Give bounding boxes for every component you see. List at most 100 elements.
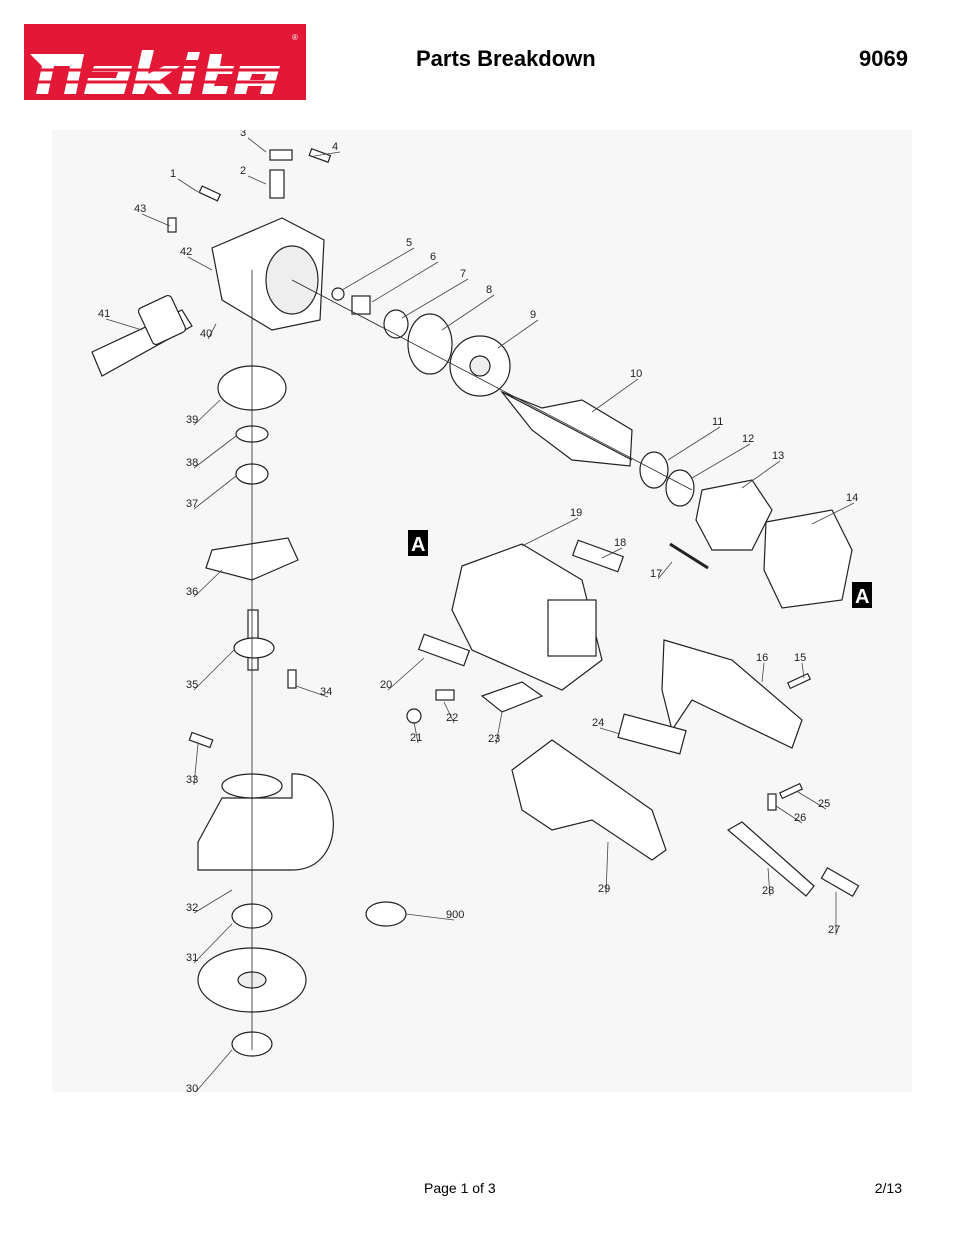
leader-line-5 — [341, 247, 415, 291]
part-number-9: 9 — [530, 309, 536, 321]
leader-line-38 — [193, 435, 237, 469]
part-number-24: 24 — [592, 717, 604, 729]
leader-line-36 — [193, 569, 223, 598]
part-number-41: 41 — [98, 308, 110, 320]
part-number-43: 43 — [134, 203, 146, 215]
makita-logo: ® — [24, 24, 306, 100]
leader-line-16 — [761, 662, 765, 683]
leader-line-40 — [207, 323, 217, 340]
leader-line-12 — [691, 443, 751, 479]
part-number-26: 26 — [794, 812, 806, 824]
revision-date: 2/13 — [874, 1180, 902, 1196]
leader-line-19 — [521, 517, 579, 547]
leader-line-41 — [105, 318, 143, 331]
part-number-17: 17 — [650, 568, 662, 580]
part-number-16: 16 — [756, 652, 768, 664]
page-title: Parts Breakdown — [416, 46, 596, 71]
leader-line-31 — [193, 923, 233, 964]
leader-line-8 — [441, 294, 495, 331]
leader-line-9 — [497, 319, 539, 349]
part-number-28: 28 — [762, 885, 774, 897]
leader-line-17 — [657, 561, 673, 580]
part-number-14: 14 — [846, 492, 858, 504]
part-number-7: 7 — [460, 268, 466, 280]
section-marker-a-left: A — [408, 530, 428, 556]
handle-shape — [511, 739, 667, 861]
leader-line-6 — [371, 261, 439, 303]
part-number-35: 35 — [186, 679, 198, 691]
section-marker-a-right: A — [852, 582, 872, 608]
part-number-19: 19 — [570, 507, 582, 519]
leader-line-43 — [141, 213, 171, 227]
part-number-20: 20 — [380, 679, 392, 691]
leader-line-20 — [387, 657, 425, 691]
part-number-40: 40 — [200, 328, 212, 340]
leader-line-1 — [177, 178, 199, 193]
page-indicator: Page 1 of 3 — [424, 1180, 496, 1196]
leader-line-23 — [495, 711, 503, 745]
part-number-42: 42 — [180, 246, 192, 258]
part-number-38: 38 — [186, 457, 198, 469]
part-number-10: 10 — [630, 368, 642, 380]
leader-line-15 — [801, 662, 805, 679]
part-number-8: 8 — [486, 284, 492, 296]
part-number-1: 1 — [170, 168, 176, 180]
leader-line-10 — [591, 378, 639, 413]
leader-line-33 — [193, 743, 199, 786]
part-number-36: 36 — [186, 586, 198, 598]
leader-line-14 — [811, 502, 855, 525]
leader-line-18 — [601, 547, 623, 559]
part-number-23: 23 — [488, 733, 500, 745]
leader-line-2 — [247, 175, 267, 185]
part-number-21: 21 — [410, 732, 422, 744]
part-number-27: 27 — [828, 924, 840, 936]
section-marker-label: A — [411, 534, 425, 556]
part-number-900: 900 — [446, 909, 464, 921]
wheel-guard-shape — [197, 773, 334, 871]
leader-line-22 — [443, 701, 455, 724]
leader-line-30 — [193, 1049, 233, 1095]
part-number-39: 39 — [186, 414, 198, 426]
leader-line-42 — [187, 256, 213, 271]
part-number-3: 3 — [240, 130, 246, 139]
leader-line-37 — [193, 475, 237, 510]
leader-line-25 — [797, 791, 827, 810]
leader-line-35 — [193, 649, 235, 691]
part-number-12: 12 — [742, 433, 754, 445]
leader-line-29 — [605, 841, 609, 895]
svg-text:®: ® — [292, 33, 298, 42]
leader-line-11 — [667, 426, 721, 461]
armature-shape — [500, 390, 633, 467]
handle-cover-shape — [661, 639, 803, 749]
section-marker-label: A — [855, 586, 869, 608]
part-number-34: 34 — [320, 686, 332, 698]
part-number-31: 31 — [186, 952, 198, 964]
part-number-4: 4 — [332, 141, 338, 153]
part-number-25: 25 — [818, 798, 830, 810]
part-number-18: 18 — [614, 537, 626, 549]
part-number-11: 11 — [712, 416, 723, 428]
leader-line-3 — [247, 137, 267, 153]
leader-line-7 — [401, 278, 469, 319]
part-number-37: 37 — [186, 498, 198, 510]
leader-line-4 — [313, 151, 341, 157]
leader-line-32 — [193, 889, 233, 914]
part-number-22: 22 — [446, 712, 458, 724]
part-number-15: 15 — [794, 652, 806, 664]
model-number: 9069 — [859, 46, 908, 71]
leader-line-26 — [775, 805, 803, 824]
part-number-33: 33 — [186, 774, 198, 786]
part-number-29: 29 — [598, 883, 610, 895]
part-number-30: 30 — [186, 1083, 198, 1092]
part-number-32: 32 — [186, 902, 198, 914]
field-shape — [763, 509, 853, 609]
part-number-2: 2 — [240, 165, 246, 177]
leader-line-13 — [741, 460, 781, 489]
leader-line-900 — [405, 913, 455, 921]
part-number-13: 13 — [772, 450, 784, 462]
part-number-5: 5 — [406, 237, 412, 249]
leader-line-21 — [413, 721, 419, 744]
leader-line-24 — [599, 727, 621, 735]
leader-line-34 — [295, 685, 329, 698]
